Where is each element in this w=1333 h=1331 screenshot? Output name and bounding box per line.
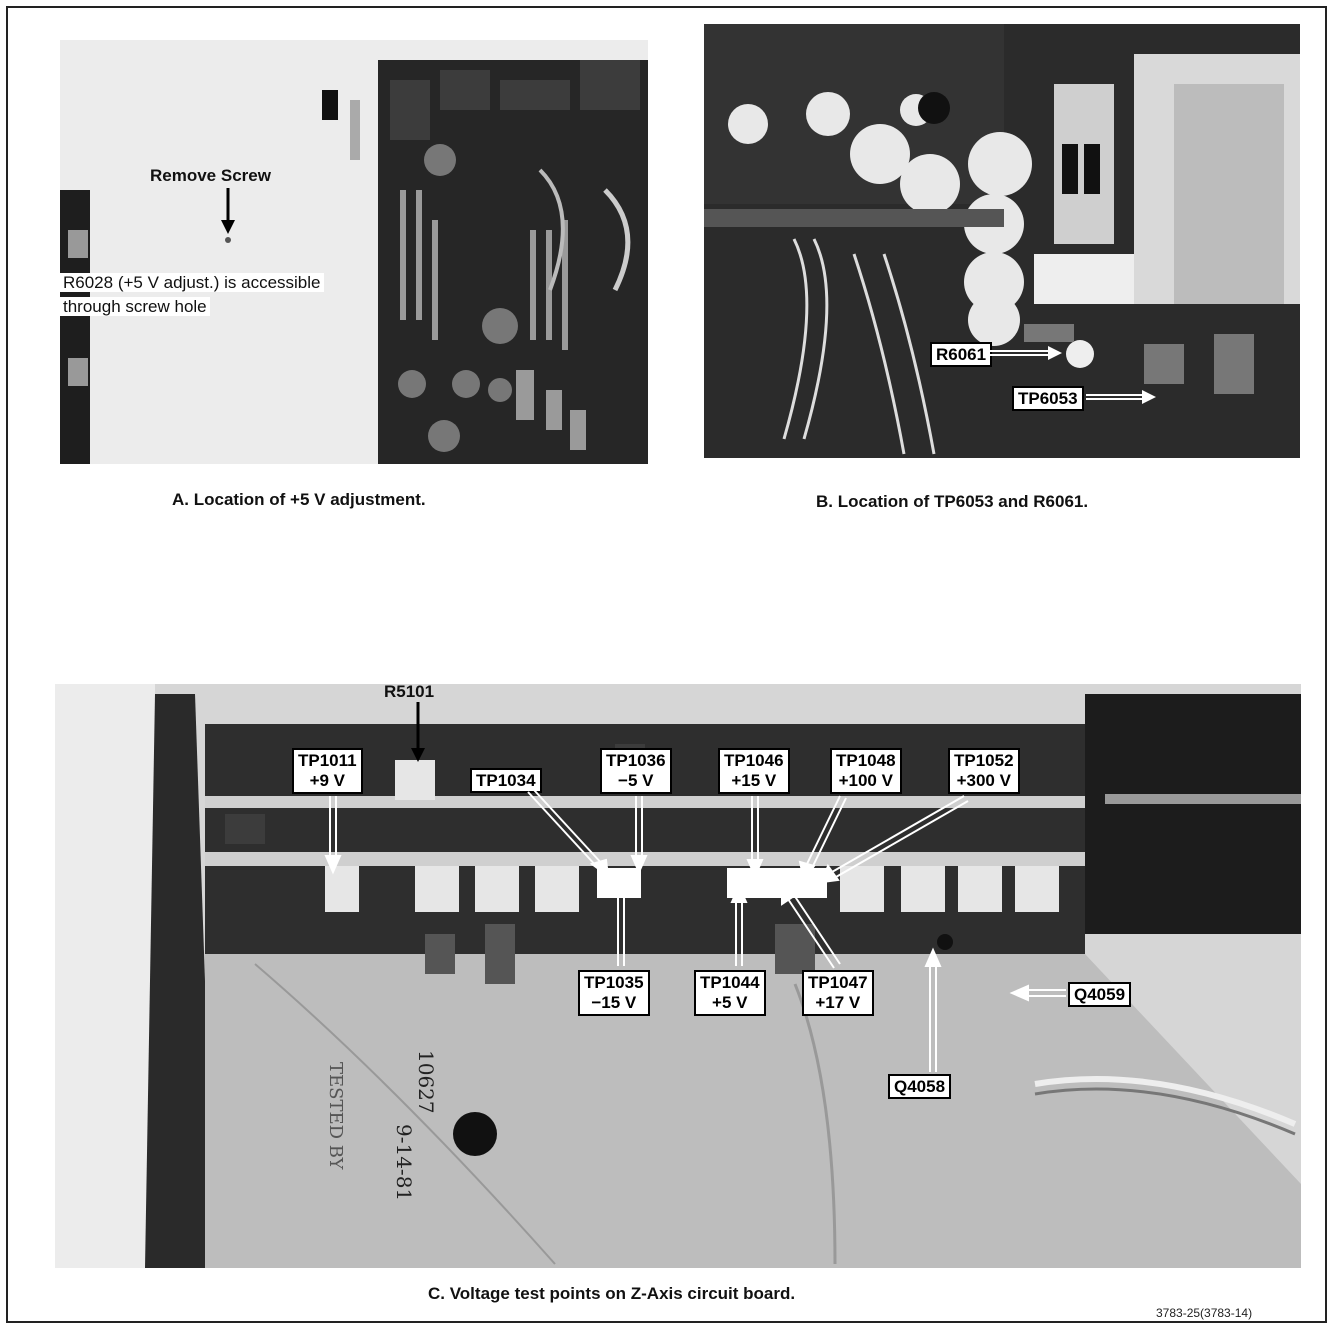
tp1052-voltage: +300 V: [956, 771, 1011, 790]
q4059-label: Q4059: [1068, 982, 1132, 1007]
tp1046-label: TP1046 +15 V: [718, 748, 790, 794]
tp1047-voltage: +17 V: [815, 993, 861, 1012]
tp1048-label: TP1048 +100 V: [830, 748, 902, 794]
r6028-note-line1: R6028 (+5 V adjust.) is accessible: [60, 273, 324, 292]
tp1035-voltage: −15 V: [591, 993, 637, 1012]
tp1035-name: TP1035: [584, 973, 644, 992]
tp1048-name: TP1048: [836, 751, 896, 770]
photo-c: [55, 684, 1301, 1268]
tp6053-arrow: [1086, 390, 1156, 404]
tp6053-label: TP6053: [1012, 386, 1084, 411]
tp1047-label: TP1047 +17 V: [802, 970, 874, 1016]
tp1011-name: TP1011: [298, 751, 357, 770]
tp1011-label: TP1011 +9 V: [292, 748, 363, 794]
tp1046-name: TP1046: [724, 751, 784, 770]
tp1048-voltage: +100 V: [838, 771, 893, 790]
tp1044-voltage: +5 V: [712, 993, 748, 1012]
tp1011-voltage: +9 V: [309, 771, 346, 790]
tp1052-label: TP1052 +300 V: [948, 748, 1020, 794]
tp1036-label: TP1036 −5 V: [600, 748, 672, 794]
tp1036-name: TP1036: [606, 751, 666, 770]
tp1047-name: TP1047: [808, 973, 868, 992]
remove-screw-arrow: [221, 188, 235, 234]
caption-a: A. Location of +5 V adjustment.: [172, 490, 426, 509]
tp1044-name: TP1044: [700, 973, 760, 992]
r6061-arrow: [988, 346, 1062, 360]
r6028-note-line2: through screw hole: [60, 297, 210, 316]
handwritten-serial: 10627: [414, 1050, 438, 1114]
tp1034-label: TP1034: [470, 768, 542, 793]
r6028-note: R6028 (+5 V adjust.) is accessible throu…: [60, 271, 460, 319]
photo-b: [704, 24, 1300, 458]
caption-c: C. Voltage test points on Z-Axis circuit…: [428, 1284, 796, 1303]
tp1052-name: TP1052: [954, 751, 1014, 770]
handwritten-date: 9-14-81: [392, 1124, 416, 1202]
q4058-label: Q4058: [888, 1074, 952, 1099]
photo-a: [60, 40, 648, 464]
tp1036-voltage: −5 V: [618, 771, 654, 790]
tp1035-label: TP1035 −15 V: [578, 970, 650, 1016]
photo-a-illustration: [60, 40, 648, 464]
photo-b-illustration: [704, 24, 1300, 458]
r6061-label: R6061: [930, 342, 993, 367]
r5101-label: R5101: [384, 682, 435, 701]
tp1044-label: TP1044 +5 V: [694, 970, 766, 1016]
figure-frame: [6, 6, 1327, 1323]
photo-c-illustration: [55, 684, 1301, 1268]
remove-screw-label: Remove Screw: [150, 166, 271, 185]
caption-b: B. Location of TP6053 and R6061.: [816, 492, 1089, 511]
figure-id: 3783-25(3783-14): [1156, 1306, 1253, 1320]
tp1046-voltage: +15 V: [731, 771, 777, 790]
r5101-arrow: [411, 702, 425, 762]
tested-by-text: TESTED BY: [325, 1062, 346, 1170]
